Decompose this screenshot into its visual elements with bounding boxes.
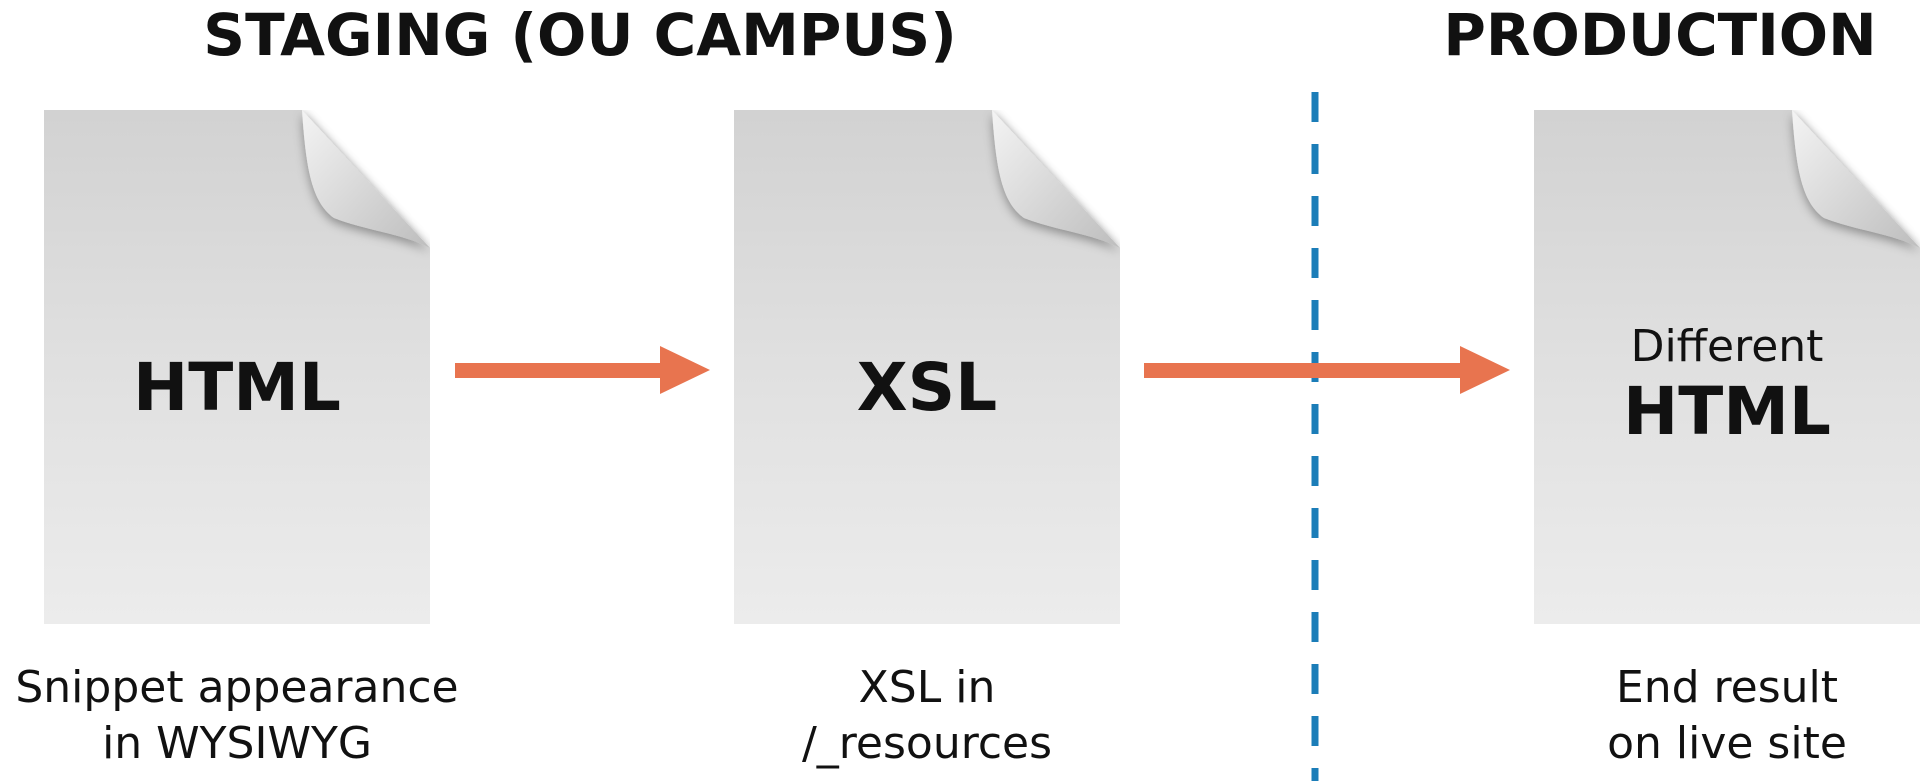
xsl-document: XSL <box>734 110 1120 624</box>
different-html-document: Different HTML <box>1534 110 1920 624</box>
document-subtitle: Different <box>1630 321 1824 372</box>
caption-line: XSL in <box>858 662 996 713</box>
arrow-right-icon <box>455 346 710 394</box>
caption-end-result: End result on live site <box>1467 660 1931 772</box>
document-title: HTML <box>1623 373 1831 450</box>
staging-heading: STAGING (OU CAMPUS) <box>203 1 957 69</box>
caption-line: Snippet appearance <box>15 662 459 713</box>
caption-line: End result <box>1615 662 1839 713</box>
document-title: HTML <box>133 349 341 426</box>
caption-xsl: XSL in /_resources <box>667 660 1187 772</box>
caption-line: in WYSIWYG <box>102 718 372 769</box>
caption-line: on live site <box>1607 718 1847 769</box>
html-document: HTML <box>44 110 430 624</box>
caption-snippet: Snippet appearance in WYSIWYG <box>0 660 497 772</box>
document-title: XSL <box>856 349 998 426</box>
production-heading: PRODUCTION <box>1443 1 1877 69</box>
arrow-right-icon <box>1144 346 1510 394</box>
caption-line: /_resources <box>801 718 1053 769</box>
